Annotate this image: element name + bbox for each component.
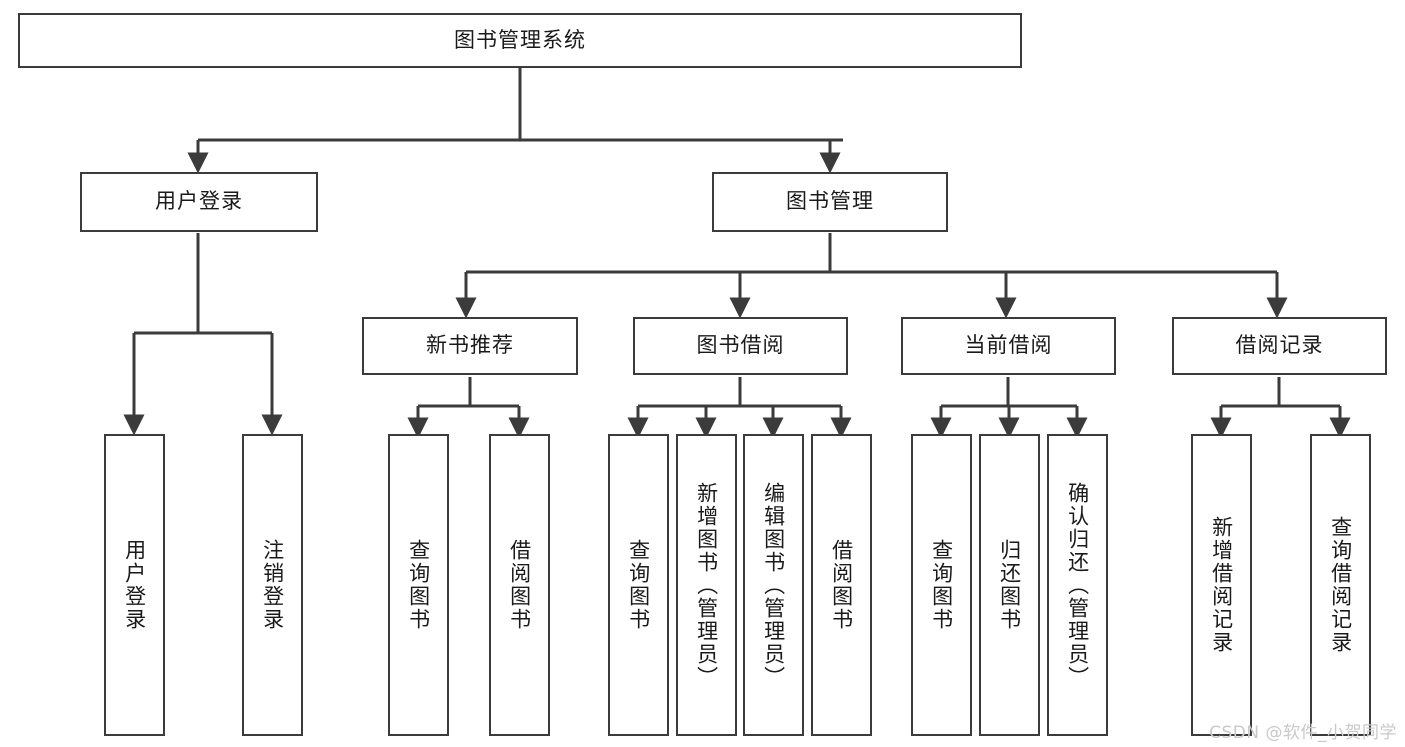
leaf-record-add-record-label: 新增借阅记录: [1209, 516, 1234, 654]
leaf-borrow-borrow-book-label: 借阅图书: [829, 539, 854, 631]
leaf-logout-label: 注销登录: [260, 539, 285, 631]
node-user-login[interactable]: 用户登录: [80, 172, 318, 232]
leaf-borrow-query-book[interactable]: 查询图书: [608, 434, 669, 736]
leaf-current-confirm-return-admin[interactable]: 确认归还（管理员）: [1047, 434, 1108, 736]
leaf-newbook-borrow-book[interactable]: 借阅图书: [489, 434, 550, 736]
leaf-borrow-edit-book-admin[interactable]: 编辑图书（管理员）: [743, 434, 804, 736]
leaf-current-confirm-return-admin-label: 确认归还（管理员）: [1065, 481, 1090, 689]
node-current-borrow-label: 当前借阅: [964, 333, 1053, 358]
node-book-manage[interactable]: 图书管理: [712, 172, 948, 232]
leaf-current-query-book[interactable]: 查询图书: [911, 434, 972, 736]
leaf-borrow-edit-book-admin-label: 编辑图书（管理员）: [761, 481, 786, 689]
leaf-record-add-record[interactable]: 新增借阅记录: [1191, 434, 1252, 736]
leaf-newbook-query-book-label: 查询图书: [406, 539, 431, 631]
leaf-record-query-record-label: 查询借阅记录: [1328, 516, 1353, 654]
node-borrow-record-label: 借阅记录: [1235, 333, 1324, 358]
leaf-record-query-record[interactable]: 查询借阅记录: [1310, 434, 1371, 736]
node-borrow-record[interactable]: 借阅记录: [1172, 317, 1387, 375]
node-current-borrow[interactable]: 当前借阅: [901, 317, 1116, 375]
leaf-current-return-book-label: 归还图书: [997, 539, 1022, 631]
leaf-user-login-label: 用户登录: [122, 539, 147, 631]
node-new-book-recommend[interactable]: 新书推荐: [362, 317, 578, 375]
leaf-user-login[interactable]: 用户登录: [104, 434, 165, 736]
node-book-manage-label: 图书管理: [786, 189, 874, 214]
node-root-label: 图书管理系统: [454, 27, 586, 52]
leaf-borrow-add-book-admin[interactable]: 新增图书（管理员）: [676, 434, 737, 736]
leaf-logout[interactable]: 注销登录: [242, 434, 303, 736]
leaf-newbook-query-book[interactable]: 查询图书: [388, 434, 449, 736]
node-root[interactable]: 图书管理系统: [18, 13, 1022, 68]
leaf-current-return-book[interactable]: 归还图书: [979, 434, 1040, 736]
leaf-borrow-add-book-admin-label: 新增图书（管理员）: [694, 481, 719, 689]
leaf-borrow-borrow-book[interactable]: 借阅图书: [811, 434, 872, 736]
node-user-login-label: 用户登录: [155, 189, 243, 214]
leaf-current-query-book-label: 查询图书: [929, 539, 954, 631]
node-book-borrow-label: 图书借阅: [696, 333, 785, 358]
leaf-newbook-borrow-book-label: 借阅图书: [507, 539, 532, 631]
node-new-book-recommend-label: 新书推荐: [426, 333, 514, 358]
node-book-borrow[interactable]: 图书借阅: [633, 317, 848, 375]
leaf-borrow-query-book-label: 查询图书: [626, 539, 651, 631]
